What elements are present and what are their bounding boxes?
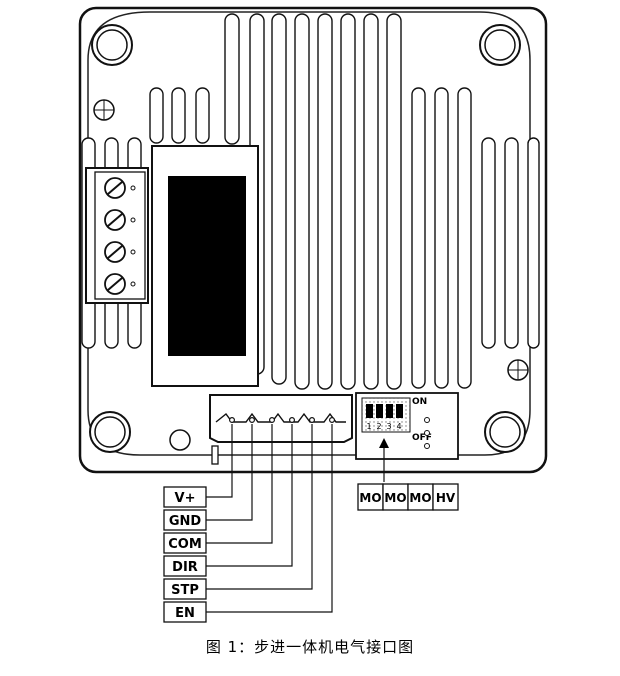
dip-switch: 1 2 3 4 ON OFF (355, 392, 459, 460)
signal-leader-lines (206, 424, 333, 613)
screw-hole-bottom (169, 429, 191, 451)
dip-lever-4 (396, 404, 403, 418)
switch-off-label: OFF (412, 433, 432, 443)
svg-text:MO: MO (359, 491, 381, 505)
signal-label-stp: STP (163, 578, 207, 600)
mode-label-2: MO (382, 483, 409, 511)
screw-hole-right (507, 359, 529, 381)
dip-position-4: 4 (396, 422, 401, 431)
svg-text:V+: V+ (175, 491, 196, 506)
svg-text:DIR: DIR (172, 560, 198, 575)
terminal-screw (104, 209, 136, 231)
housing-inner-outline (87, 11, 531, 456)
svg-text:MO: MO (384, 491, 406, 505)
fins-right-mid (411, 87, 472, 389)
terminal-block (85, 167, 149, 304)
svg-text:STP: STP (171, 583, 199, 598)
signal-label-vplus: V+ (163, 486, 207, 508)
dip-lever-1 (366, 404, 373, 418)
signal-label-com: COM (163, 532, 207, 554)
svg-text:GND: GND (169, 514, 202, 529)
signal-label-gnd: GND (163, 509, 207, 531)
svg-text:COM: COM (168, 537, 202, 552)
signal-connector (209, 394, 353, 465)
mount-hole-bottom-right (484, 411, 526, 453)
dip-position-3: 3 (386, 422, 391, 431)
svg-text:EN: EN (175, 606, 195, 621)
mount-hole-top-right (479, 24, 521, 66)
signal-label-en: EN (163, 601, 207, 623)
figure-caption: 图 1：步进一体机电气接口图 (205, 638, 415, 656)
dip-arrow (379, 438, 389, 482)
svg-text:MO: MO (409, 491, 431, 505)
terminal-screw (104, 241, 136, 263)
dip-position-1: 1 (366, 422, 371, 431)
terminal-screw (104, 273, 136, 295)
screw-hole-left (93, 99, 115, 121)
dip-lever-2 (376, 404, 383, 418)
dip-position-2: 2 (376, 422, 381, 431)
svg-text:HV: HV (436, 491, 456, 505)
display-screen (168, 176, 246, 356)
fins-center-left (149, 87, 210, 144)
dip-lever-3 (386, 404, 393, 418)
terminal-screw (104, 177, 136, 199)
mode-label-1: MO (357, 483, 384, 511)
mode-label-hv: HV (432, 483, 459, 511)
fins-right-short (481, 137, 540, 349)
mount-hole-top-left (91, 24, 133, 66)
signal-label-dir: DIR (163, 555, 207, 577)
switch-on-label: ON (412, 397, 427, 407)
mount-hole-bottom-left (89, 411, 131, 453)
mode-label-3: MO (407, 483, 434, 511)
